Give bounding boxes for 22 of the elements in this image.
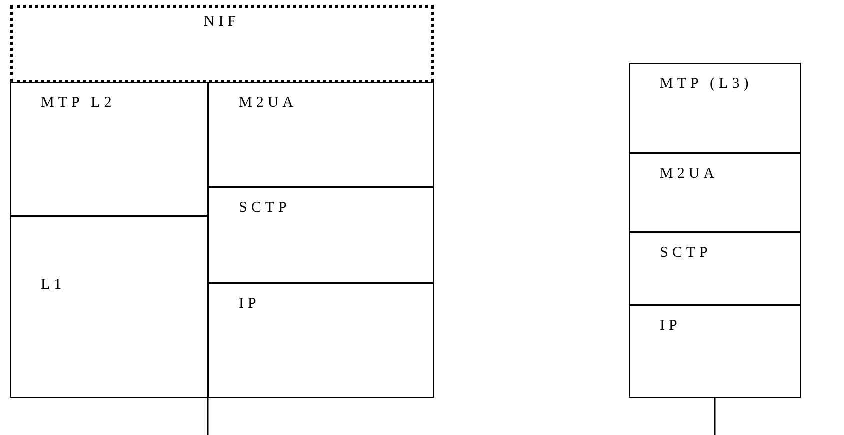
- layer-label: IP: [660, 318, 682, 335]
- layer-band: [10, 5, 434, 83]
- link-line: [207, 398, 209, 435]
- protocol-layer-box: [208, 283, 434, 398]
- protocol-layer-box: [10, 82, 208, 216]
- layer-label: SCTP: [660, 245, 712, 262]
- layer-label: IP: [239, 296, 260, 313]
- protocol-layer-box: [208, 187, 434, 283]
- layer-label: L1: [41, 277, 66, 294]
- protocol-layer-box: [10, 216, 208, 398]
- link-line: [714, 398, 716, 435]
- layer-label: M2UA: [239, 95, 298, 112]
- layer-label: M2UA: [660, 166, 719, 183]
- protocol-layer-box: [629, 153, 801, 232]
- layer-label: MTP (L3): [660, 76, 753, 93]
- layer-label: SCTP: [239, 200, 291, 217]
- protocol-layer-box: [629, 305, 801, 398]
- protocol-layer-box: [629, 232, 801, 305]
- protocol-layer-box: [629, 63, 801, 153]
- layer-label: MTP L2: [41, 95, 116, 112]
- protocol-layer-box: [208, 82, 434, 187]
- layer-label: NIF: [202, 14, 242, 31]
